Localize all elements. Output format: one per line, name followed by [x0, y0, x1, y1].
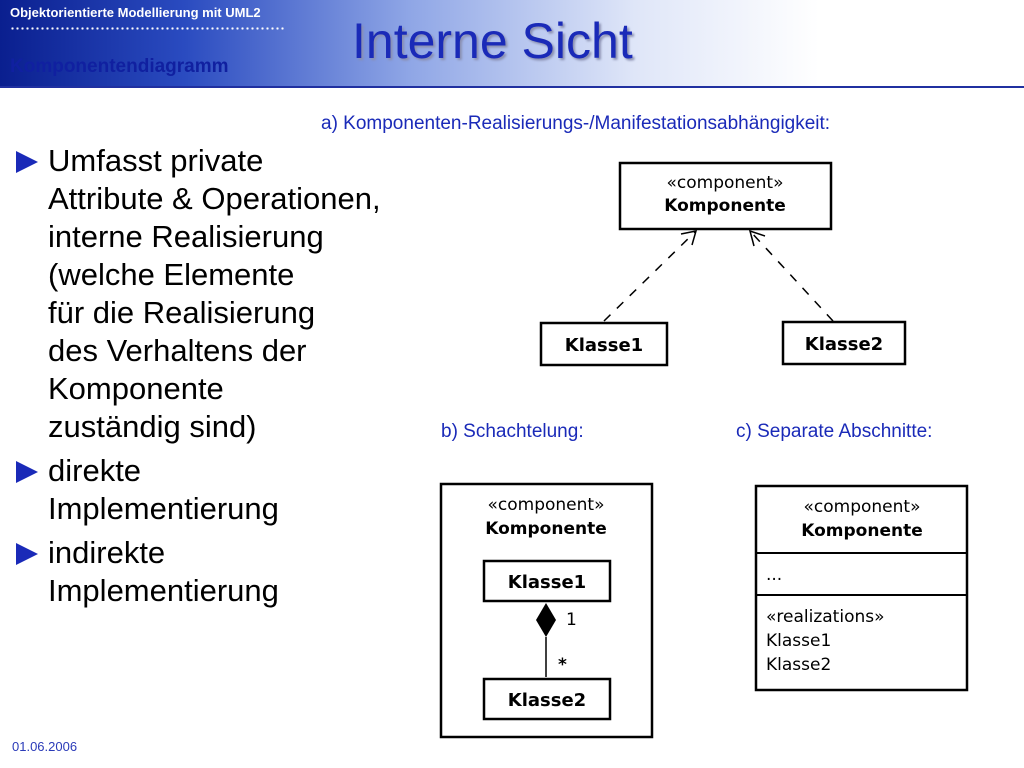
- class2-box: [482, 677, 612, 721]
- class2-box: [781, 320, 907, 366]
- component-name: Komponente: [801, 521, 923, 541]
- composition-diamond-icon: [536, 603, 556, 637]
- caption-realization: a) Komponenten-Realisierungs-/Manifestat…: [321, 113, 831, 134]
- section-title: Komponentendiagramm: [10, 56, 229, 77]
- class1-box: [539, 321, 669, 367]
- header-band: [0, 0, 1024, 88]
- class1-name: Klasse1: [508, 572, 586, 593]
- realization-class1: Klasse1: [766, 631, 831, 651]
- realization-line-left: [603, 231, 696, 322]
- diagram-realization: «component» Komponente Klasse1 Klasse2: [539, 161, 907, 367]
- header-dotted-rule: [10, 27, 286, 30]
- diagram-compartments: «component» Komponente ... «realizations…: [754, 484, 969, 692]
- component-name: Komponente: [664, 196, 786, 216]
- caption-compartments: c) Separate Abschnitte:: [736, 421, 933, 442]
- header-rule: [0, 86, 1024, 88]
- class2-name: Klasse2: [805, 334, 883, 355]
- footer-date: 01.06.2006: [12, 739, 78, 754]
- component-box: [618, 161, 833, 231]
- component-stereotype: «component»: [488, 495, 605, 515]
- bullet-triangle-icon: [16, 461, 38, 483]
- slide-title: Interne Sicht: [352, 13, 633, 69]
- bullet-list: Umfasst private Attribute & Operationen,…: [12, 142, 512, 616]
- component-stereotype: «component»: [667, 173, 784, 193]
- bullet-triangle-icon: [16, 151, 38, 173]
- bullet-text: indirekte Implementierung: [48, 535, 279, 608]
- component-name: Komponente: [485, 519, 607, 539]
- diagram-nesting: «component» Komponente Klasse1 1 * Klass…: [439, 482, 654, 739]
- arrow-head-left-icon: [680, 230, 698, 246]
- realization-line-right: [750, 231, 834, 322]
- component-box: [754, 484, 969, 692]
- class1-name: Klasse1: [565, 335, 643, 356]
- compartment-ellipsis: ...: [766, 565, 782, 585]
- multiplicity-top: 1: [566, 610, 577, 630]
- component-stereotype: «component»: [804, 497, 921, 517]
- bullet-triangle-icon: [16, 543, 38, 565]
- class2-name: Klasse2: [508, 690, 586, 711]
- bullet-text: Umfasst private Attribute & Operationen,…: [48, 143, 381, 444]
- bullet-item: direkte Implementierung: [12, 452, 512, 528]
- realization-class2: Klasse2: [766, 655, 831, 675]
- bullet-text: direkte Implementierung: [48, 453, 279, 526]
- bullet-item: indirekte Implementierung: [12, 534, 512, 610]
- realizations-stereotype: «realizations»: [766, 607, 885, 627]
- course-title: Objektorientierte Modellierung mit UML2: [10, 5, 261, 20]
- arrow-head-right-icon: [748, 229, 766, 247]
- caption-nesting: b) Schachtelung:: [441, 421, 584, 442]
- bullet-item: Umfasst private Attribute & Operationen,…: [12, 142, 512, 446]
- multiplicity-bottom: *: [558, 655, 567, 675]
- class1-box: [482, 559, 612, 603]
